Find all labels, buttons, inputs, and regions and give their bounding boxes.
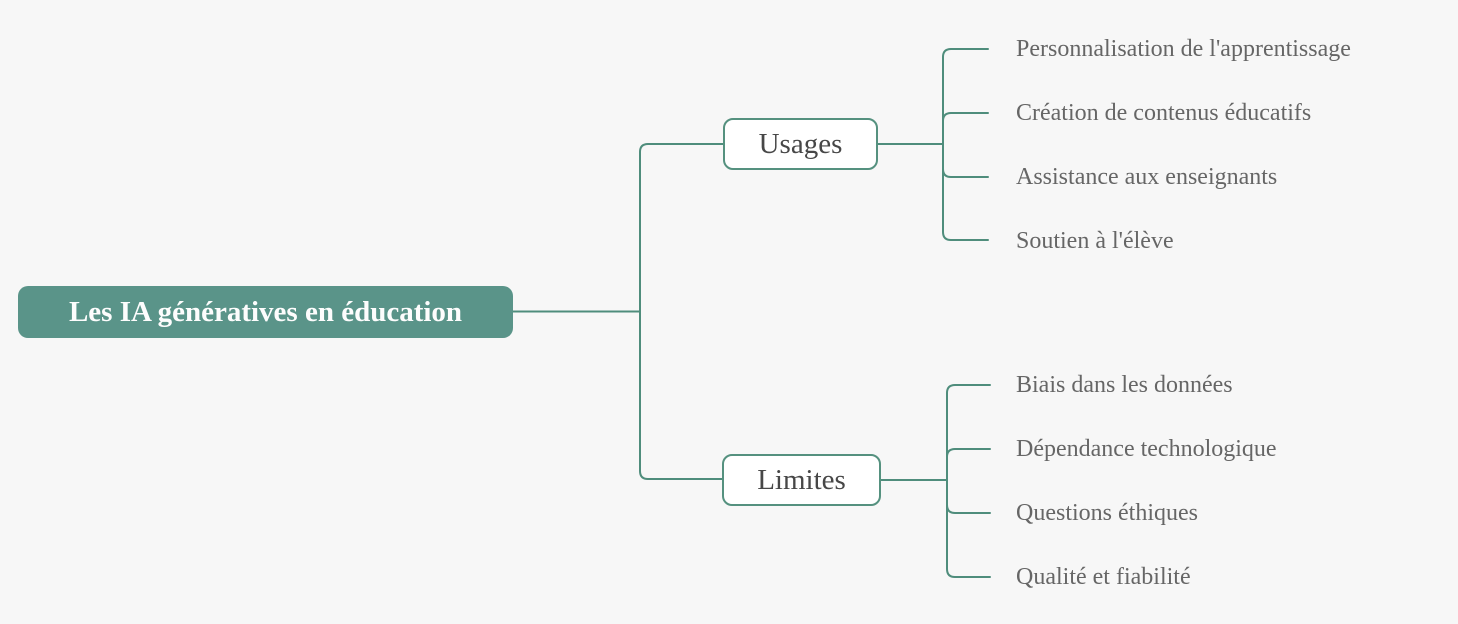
connector-trunk-branches (639, 143, 724, 480)
leaf-node-dependance-technologique[interactable]: Dépendance technologique (1016, 436, 1277, 462)
leaf-node-creation-contenus[interactable]: Création de contenus éducatifs (1016, 100, 1312, 126)
leaf-node-personnalisation[interactable]: Personnalisation de l'apprentissage (1016, 36, 1351, 62)
leaf-node-qualite-fiabilite[interactable]: Qualité et fiabilité (1016, 564, 1191, 590)
connector-limites-leaf-2 (946, 448, 991, 481)
connector-limites-leaf-4 (946, 479, 991, 578)
connector-limites-leaf-3 (946, 479, 991, 514)
connector-usages-leaf-2 (942, 112, 989, 145)
connector-usages-leaf-1 (942, 48, 989, 145)
leaf-node-questions-ethiques[interactable]: Questions éthiques (1016, 500, 1198, 526)
branch-node-limites[interactable]: Limites (722, 454, 881, 506)
connector-usages-leaf-4 (942, 143, 989, 241)
branch-node-usages[interactable]: Usages (723, 118, 878, 170)
root-node[interactable]: Les IA génératives en éducation (18, 286, 513, 338)
connector-usages-leaf-3 (942, 143, 989, 178)
connector-limites-leaf-1 (946, 384, 991, 481)
leaf-node-soutien-eleve[interactable]: Soutien à l'élève (1016, 228, 1174, 254)
leaf-node-biais-donnees[interactable]: Biais dans les données (1016, 372, 1233, 398)
leaf-node-assistance-enseignants[interactable]: Assistance aux enseignants (1016, 164, 1278, 190)
